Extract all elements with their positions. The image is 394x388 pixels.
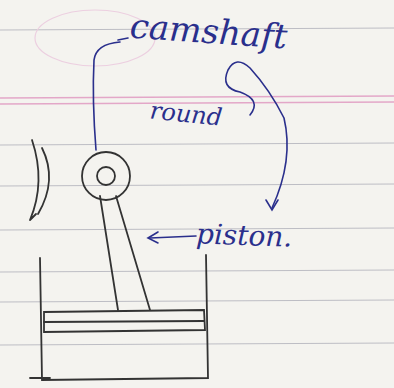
part-label: piston. bbox=[196, 220, 293, 251]
leader-lines bbox=[93, 38, 287, 243]
part-label: round bbox=[149, 98, 223, 129]
part-label: camshaft bbox=[129, 9, 288, 54]
engine-sketch bbox=[30, 140, 208, 380]
ruled-lines bbox=[0, 28, 394, 345]
